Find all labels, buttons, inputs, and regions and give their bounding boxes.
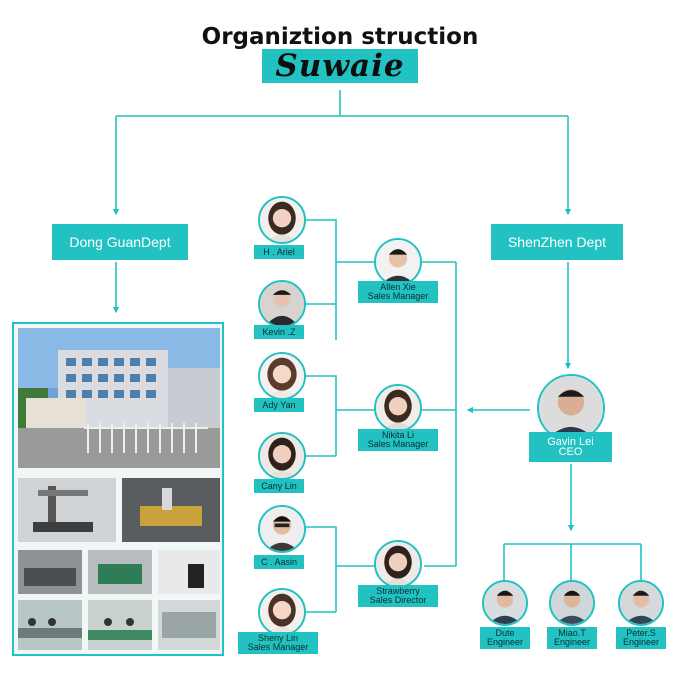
staff-label-c-aasin: C . Aasin xyxy=(254,555,304,569)
dept-shenzhen: ShenZhen Dept xyxy=(491,224,623,260)
avatar-ady-yan xyxy=(258,352,306,400)
connector-staff-strawberry xyxy=(304,526,374,613)
staff-label-cany-lin: Cany Lin xyxy=(254,479,304,493)
production-line-photo-1 xyxy=(18,600,82,650)
factory-photo-panel xyxy=(12,322,224,656)
production-line-photo-2 xyxy=(88,600,152,650)
staff-label-kevin-z: Kevin .Z xyxy=(254,325,304,339)
equipment-photo-1 xyxy=(18,478,116,542)
avatar-c-aasin xyxy=(258,505,306,553)
avatar-miao-t xyxy=(549,580,595,626)
connector-staff-allen xyxy=(304,219,374,340)
avatar-peter-s xyxy=(618,580,664,626)
avatar-nikita-li xyxy=(374,384,422,432)
avatar-dute xyxy=(482,580,528,626)
connector-staff-nikita xyxy=(304,375,374,457)
avatar-sheny-lin xyxy=(258,588,306,636)
equipment-photo-2 xyxy=(122,478,220,542)
dept-dongguan: Dong GuanDept xyxy=(52,224,188,260)
avatar-allen-xie xyxy=(374,238,422,286)
avatar-h-ariel xyxy=(258,196,306,244)
staff-label-h-ariel: H . Ariel xyxy=(254,245,304,259)
avatar-strawberry xyxy=(374,540,422,588)
page-title: Organiztion struction xyxy=(201,24,479,50)
workshop-photo-2 xyxy=(88,550,152,594)
brand-logo: Suwaie xyxy=(262,49,418,83)
factory-building-photo xyxy=(18,328,220,468)
avatar-cany-lin xyxy=(258,432,306,480)
staff-label-ady-yan: Ady Yan xyxy=(254,398,304,412)
connector-top xyxy=(116,90,568,117)
production-line-photo-3 xyxy=(158,600,220,650)
workshop-photo-3 xyxy=(158,550,220,594)
workshop-photo-1 xyxy=(18,550,82,594)
avatar-kevin-z xyxy=(258,280,306,328)
